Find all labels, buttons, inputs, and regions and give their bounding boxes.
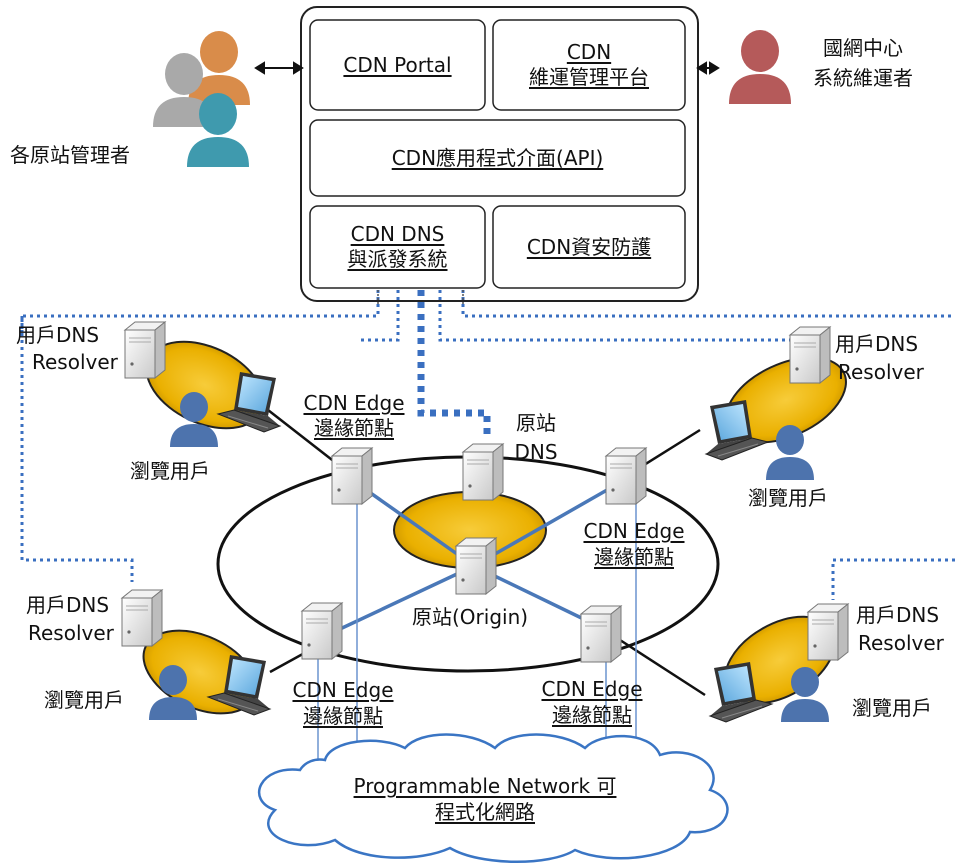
site-admins-icon xyxy=(153,31,250,167)
origin-dns-line2: DNS xyxy=(514,440,558,464)
site-admins-label: 各原站管理者 xyxy=(10,143,130,167)
resolver-br-line1: 用戶DNS xyxy=(856,603,940,627)
edge-bl-line1: CDN Edge xyxy=(292,678,394,702)
resolver-server-br xyxy=(807,603,849,661)
admin-arrow xyxy=(254,61,304,75)
resolver-bl-line1: 用戶DNS xyxy=(26,593,110,617)
security-label: CDN資安防護 xyxy=(526,234,652,259)
noc-arrow xyxy=(696,61,720,75)
resolver-tr-line2: Resolver xyxy=(838,360,924,384)
cloud-label-line2: 程式化網路 xyxy=(435,800,535,824)
resolver-bl-line2: Resolver xyxy=(28,621,114,645)
ops-label-line2: 維運管理平台 xyxy=(529,65,649,89)
edge-tl-line1: CDN Edge xyxy=(303,391,405,415)
dns-dispatch-label: CDN DNS 與派發系統 xyxy=(310,206,485,288)
ops-platform-label: CDN 維運管理平台 xyxy=(493,20,685,110)
ops-label-line1: CDN xyxy=(566,40,612,64)
edge-tl-line2: 邊緣節點 xyxy=(314,416,394,440)
noc-operator-icon xyxy=(729,30,791,104)
cloud-label-line1: Programmable Network 可 xyxy=(353,774,617,798)
origin-label: 原站(Origin) xyxy=(412,605,529,629)
edge-br-line1: CDN Edge xyxy=(541,677,643,701)
programmable-network-cloud xyxy=(257,733,729,863)
ops-platform-box xyxy=(492,19,686,111)
resolver-server-tl xyxy=(124,321,166,379)
resolver-server-tr xyxy=(789,326,831,384)
edge-server-tr xyxy=(605,447,647,505)
dns-label-line2: 與派發系統 xyxy=(347,247,448,271)
resolver-tl-line1: 用戶DNS xyxy=(16,323,100,347)
noc-label-line1: 國網中心 xyxy=(823,36,903,60)
edge-bl-line2: 邊緣節點 xyxy=(303,704,383,728)
edge-server-bl xyxy=(301,602,343,660)
api-box xyxy=(309,119,686,197)
api-label: CDN應用程式介面(API) xyxy=(391,145,604,170)
resolver-tr-line1: 用戶DNS xyxy=(835,332,919,356)
resolver-server-bl xyxy=(121,589,163,647)
browse-user-tr: 瀏覽用戶 xyxy=(748,486,828,510)
origin-dns-line1: 原站 xyxy=(516,411,556,435)
edge-tr-line2: 邊緣節點 xyxy=(594,545,674,569)
browse-user-tl: 瀏覽用戶 xyxy=(130,459,210,483)
edge-server-br xyxy=(580,605,622,663)
noc-label-line2: 系統維運者 xyxy=(813,66,913,90)
browse-user-bl: 瀏覽用戶 xyxy=(44,688,124,712)
edge-tr-line1: CDN Edge xyxy=(583,519,685,543)
dns-label-line1: CDN DNS xyxy=(350,222,445,246)
portal-box xyxy=(309,19,486,111)
browse-user-br: 瀏覽用戶 xyxy=(852,696,932,720)
resolver-br-line2: Resolver xyxy=(858,631,944,655)
origin-server xyxy=(455,537,497,595)
dns-dispatch-box xyxy=(309,205,486,289)
origin-dns-server xyxy=(462,443,504,501)
edge-br-line2: 邊緣節點 xyxy=(552,703,632,727)
resolver-tl-line2: Resolver xyxy=(32,350,118,374)
security-box xyxy=(492,205,686,289)
origin-dns-link xyxy=(417,290,491,440)
portal-label: CDN Portal xyxy=(343,52,452,77)
edge-server-tl xyxy=(331,447,373,505)
